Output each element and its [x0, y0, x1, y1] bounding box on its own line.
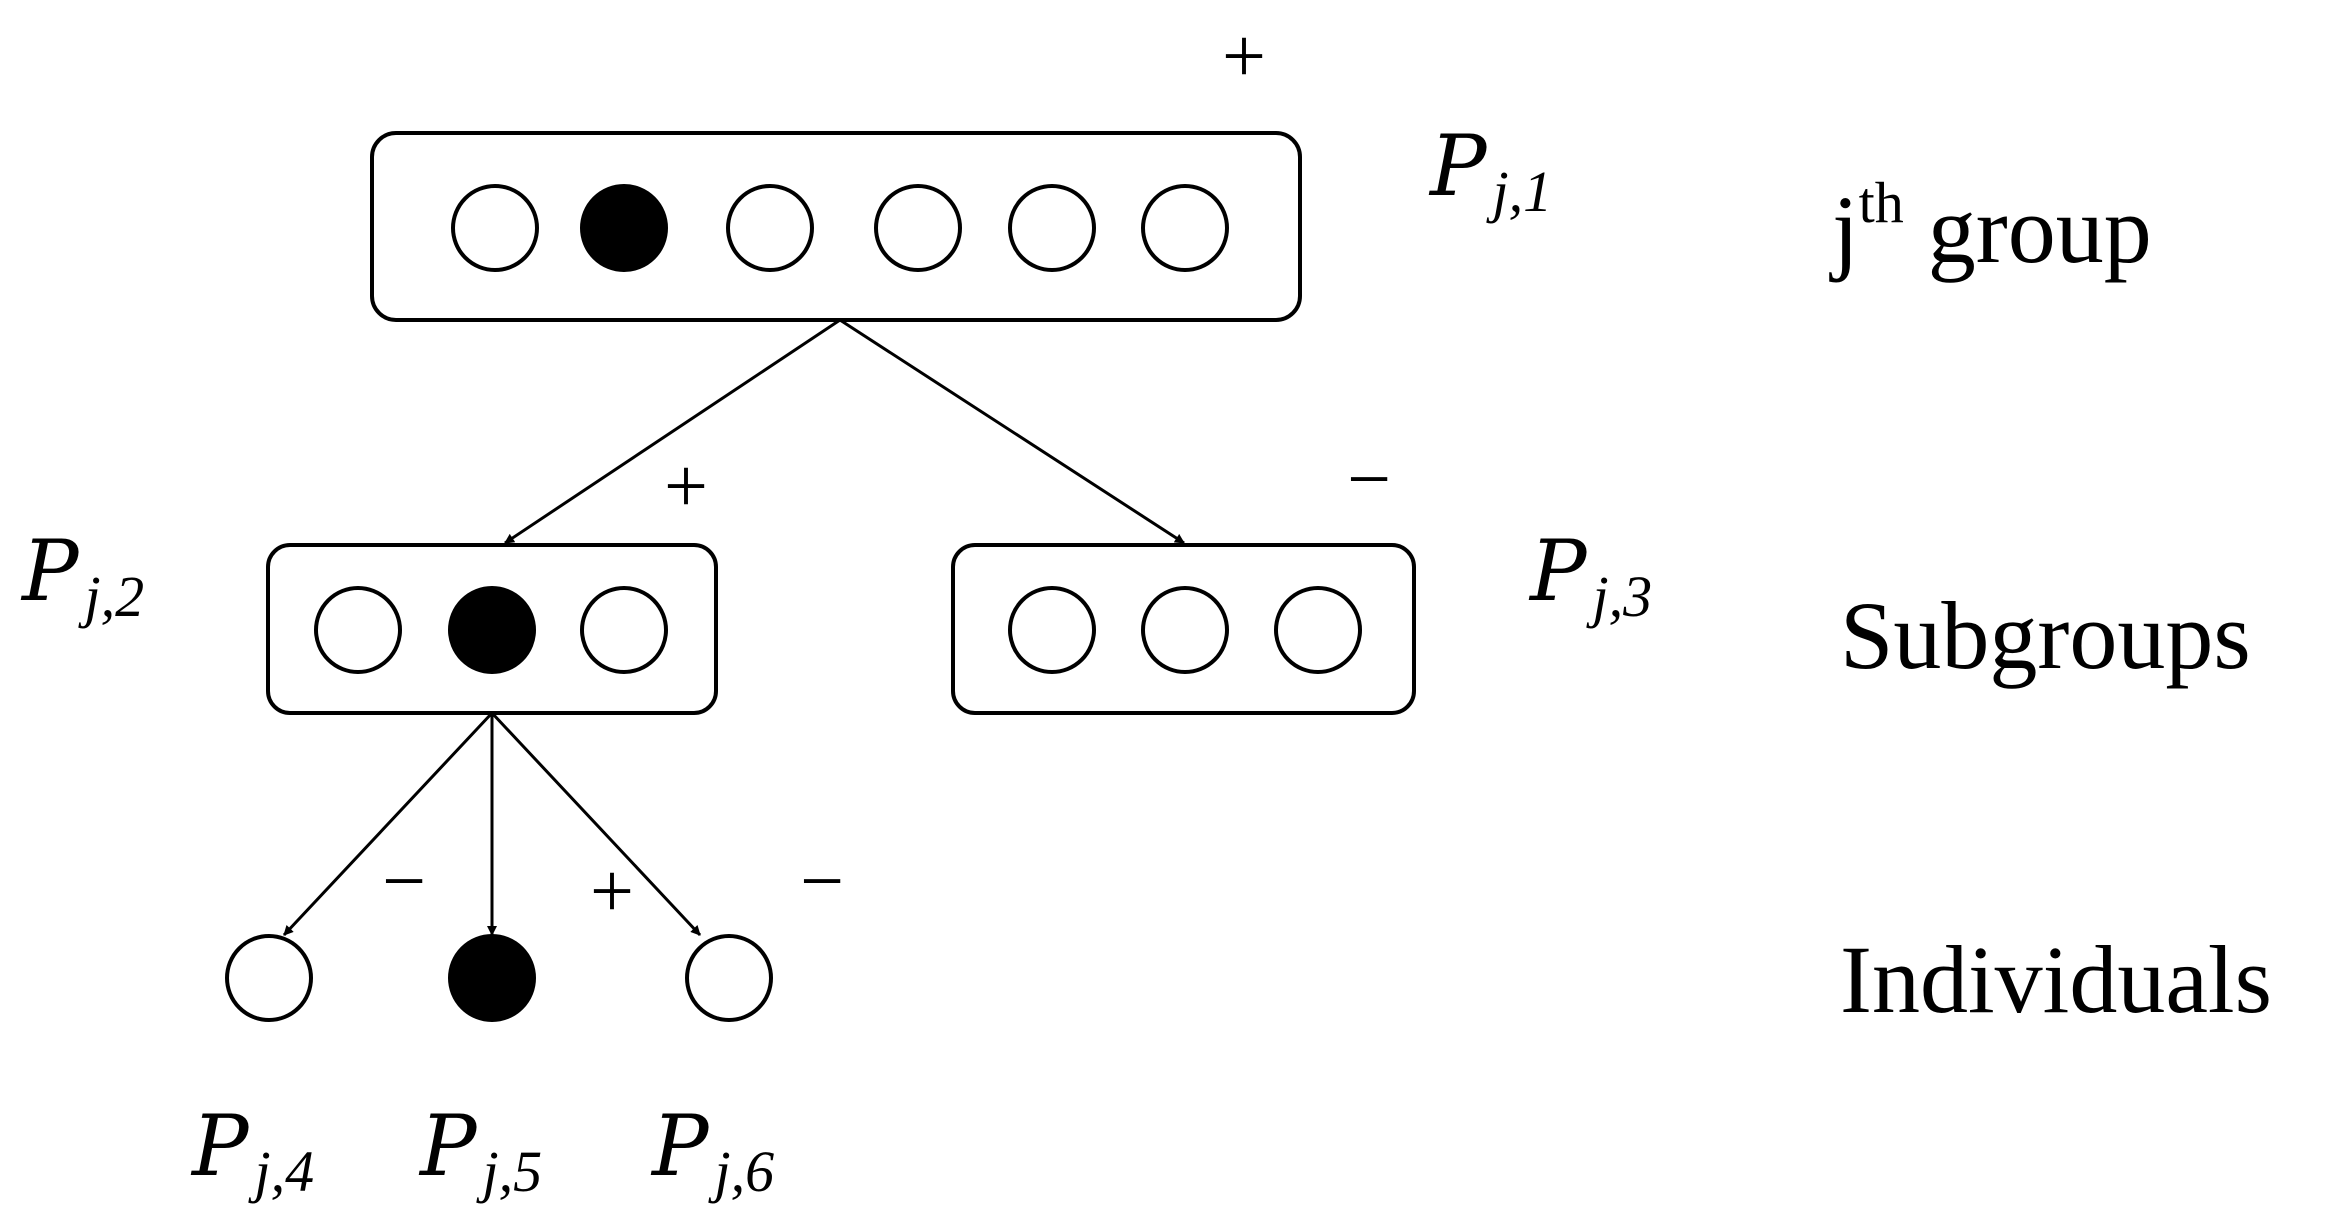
level-label-individuals: Individuals — [1840, 926, 2272, 1033]
sign-p4: − — [382, 837, 426, 924]
group-member-5 — [1008, 184, 1096, 272]
sign-p3: − — [1347, 435, 1391, 522]
group-member-6 — [1141, 184, 1229, 272]
edge-subgroup-2-to-individual-4 — [282, 711, 494, 937]
sign-p1: + — [1222, 12, 1266, 99]
edge-subgroup-2-to-individual-6 — [490, 711, 702, 937]
sign-p5: + — [590, 847, 634, 934]
member-circles — [225, 184, 1362, 1022]
subgroup-3-member-3 — [1274, 586, 1362, 674]
group-member-3 — [726, 184, 814, 272]
sign-p6: − — [800, 837, 844, 924]
subgroup-2-member-2 — [448, 586, 536, 674]
signs: + + − − + − — [382, 12, 1391, 934]
edges — [282, 318, 1185, 937]
group-member-2 — [580, 184, 668, 272]
subgroup-3-member-2 — [1141, 586, 1229, 674]
sign-p2: + — [664, 442, 708, 529]
level-labels: jth group Subgroups Individuals — [1829, 170, 2272, 1033]
level-label-group: jth group — [1829, 170, 2152, 283]
individual-5 — [448, 934, 536, 1022]
edge-group-to-subgroup-2 — [504, 318, 841, 545]
group-member-1 — [451, 184, 539, 272]
level-label-subgroups: Subgroups — [1840, 582, 2251, 689]
subgroup-2-member-3 — [580, 586, 668, 674]
group-member-4 — [874, 184, 962, 272]
individual-6 — [685, 934, 773, 1022]
edge-group-to-subgroup-3 — [839, 318, 1185, 545]
subgroup-3-member-1 — [1008, 586, 1096, 674]
group-box — [370, 131, 1302, 322]
subgroup-2-member-1 — [314, 586, 402, 674]
individual-4 — [225, 934, 313, 1022]
